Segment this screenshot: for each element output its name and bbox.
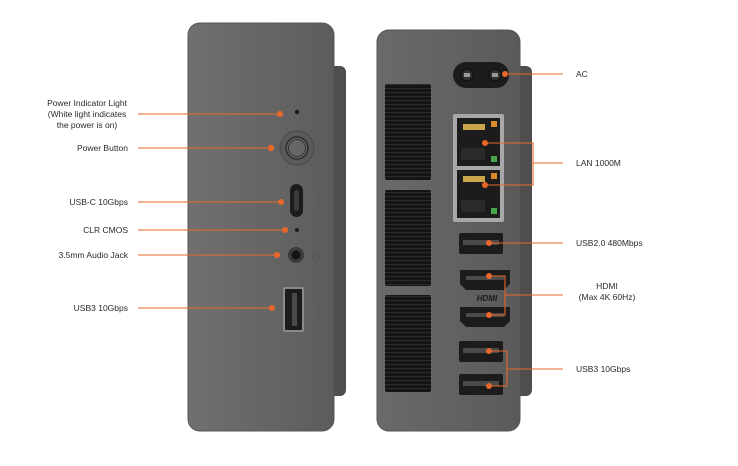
vent-middle [385,190,431,286]
usb3-port-1 [459,341,503,362]
label-clr-cmos: CLR CMOS [83,225,128,235]
usb-c-port [290,184,303,217]
usb2-port [459,233,503,254]
ac-inlet [453,62,509,88]
power-button[interactable] [279,130,315,166]
lan-print-2: LAN [507,187,514,201]
back-panel: LAN LAN USB HDMI USB USB [376,29,532,432]
label-usb-c: USB-C 10Gbps [69,197,128,207]
front-leaders [138,113,285,309]
label-usb3-back: USB3 10Gbps [576,364,631,374]
label-ac: AC [576,69,588,79]
usb-c-print: USB-C [314,190,321,212]
front-panel: USB-C USB [187,22,346,432]
label-hdmi: HDMI (Max 4K 60Hz) [578,281,636,302]
hdmi-print: HDMI [477,294,498,303]
usb-print-c: USB [510,377,517,392]
label-lan: LAN 1000M [576,158,621,168]
vent-top [385,84,431,180]
back-dots [482,71,508,389]
front-usb3-port [283,287,304,332]
clr-cmos-hole [295,228,299,232]
hdmi-port-1 [460,270,510,290]
label-power-button: Power Button [76,143,128,153]
usb3-port-2 [459,374,503,395]
back-leaders [485,73,563,387]
front-dots [267,111,288,311]
usb-print: USB [314,303,321,318]
label-usb2: USB2.0 480Mbps [576,238,643,248]
vent-bottom [385,295,431,392]
usb-print-b: USB [510,344,517,359]
power-indicator-light [294,109,300,115]
headphone-icon [312,251,320,259]
audio-jack [288,247,304,263]
hdmi-port-2 [460,307,510,327]
label-audio-jack: 3.5mm Audio Jack [58,250,128,260]
leader-lan-bracket [485,142,534,186]
front-body [188,23,334,431]
label-usb3-front: USB3 10Gbps [73,303,128,313]
label-power-indicator: Power Indicator Light (White light indic… [47,98,127,130]
lan-ports [453,114,504,222]
